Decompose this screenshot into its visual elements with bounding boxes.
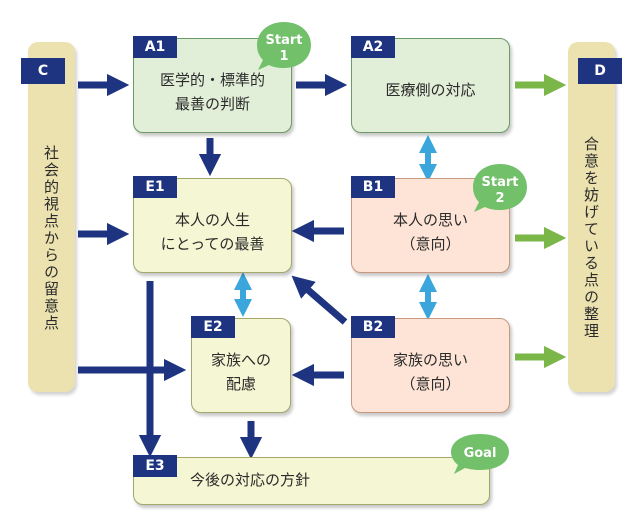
b1-label: B1 (351, 176, 395, 198)
side-c-text: 社会的視点からの留意点 (42, 144, 60, 332)
start2-bubble: Start 2 (473, 164, 527, 212)
start2-line1: Start (482, 175, 519, 190)
box-e3: 今後の対応の方針 (133, 457, 490, 505)
side-d-label: D (578, 58, 622, 84)
e3-label: E3 (133, 455, 177, 477)
e2-text: 家族への 配慮 (210, 351, 271, 393)
start1-line1: Start (266, 33, 303, 48)
box-e2: 家族への 配慮 (191, 318, 291, 413)
side-bar-c: 社会的視点からの留意点 (28, 42, 75, 392)
start1-bubble: Start 1 (257, 22, 311, 70)
a2-text: 医療側の対応 (385, 80, 476, 99)
b2-label: B2 (351, 316, 395, 338)
box-a1: 医学的・標準的 最善の判断 (133, 38, 292, 133)
side-c-label: C (21, 58, 65, 84)
e1-text: 本人の人生 にとっての最善 (160, 211, 265, 253)
e3-text: 今後の対応の方針 (190, 471, 311, 490)
e1-label: E1 (133, 176, 177, 198)
a1-text: 医学的・標準的 最善の判断 (159, 71, 265, 113)
a2-label: A2 (351, 36, 395, 58)
side-bar-d: 合意を妨げている点の整理 (568, 42, 615, 392)
side-d-text: 合意を妨げている点の整理 (582, 136, 600, 340)
start2-line2: 2 (495, 191, 504, 206)
b2-text: 家族の思い （意向） (392, 351, 468, 393)
goal-bubble: Goal (451, 434, 509, 474)
goal-text: Goal (464, 446, 497, 461)
e2-label: E2 (191, 316, 235, 338)
b1-text: 本人の思い （意向） (392, 211, 468, 253)
arrow-b2-to-e1 (291, 275, 348, 325)
start1-line2: 1 (279, 49, 288, 64)
a1-label: A1 (133, 36, 177, 58)
